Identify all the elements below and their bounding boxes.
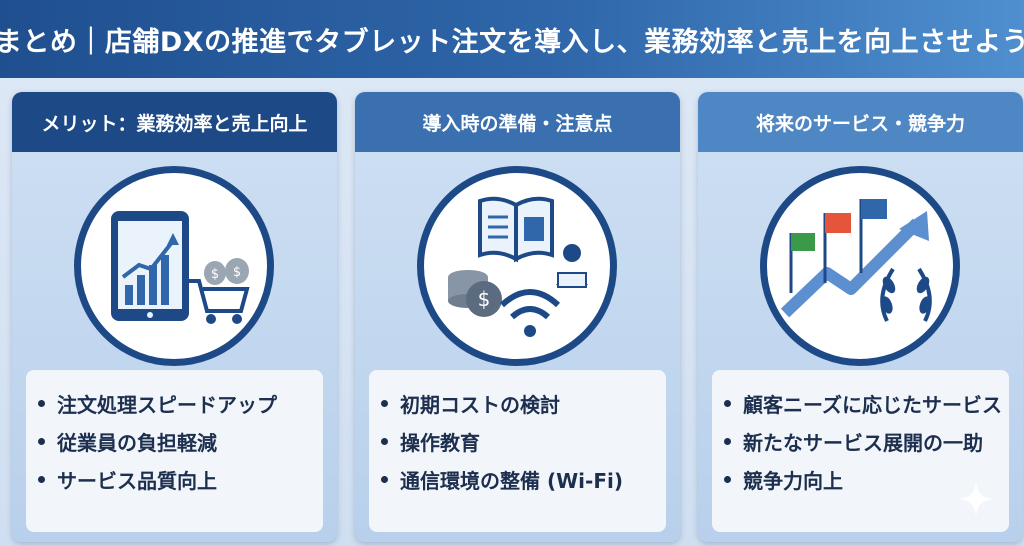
list-item-label: 新たなサービス展開の一助: [743, 430, 983, 455]
list-item-label: 競争力向上: [743, 468, 843, 493]
sparkle-icon: [959, 482, 993, 516]
list-item-label: 顧客ニーズに応じたサービス: [743, 392, 1002, 417]
list-item: 初期コストの検討: [381, 384, 654, 422]
manual-coins-wifi-icon: $: [417, 166, 617, 366]
list-item-label: 操作教育: [400, 430, 480, 455]
card-preparation: 導入時の準備・注意点 $ 初期コストの検討 操作教育: [355, 92, 680, 542]
flags-growth-laurel-icon: [760, 166, 960, 366]
svg-text:$: $: [211, 267, 219, 282]
bullet-icon: [724, 475, 731, 483]
future-list: 顧客ニーズに応じたサービス 新たなサービス展開の一助 競争力向上: [712, 370, 1009, 532]
list-item: 操作教育: [381, 422, 654, 460]
bullet-icon: [381, 437, 388, 445]
bullet-icon: [38, 437, 45, 445]
merits-list: 注文処理スピードアップ 従業員の負担軽減 サービス品質向上: [26, 370, 323, 532]
list-item: 通信環境の整備 (Wi-Fi): [381, 460, 654, 498]
card-preparation-title: 導入時の準備・注意点: [355, 92, 680, 152]
tablet-chart-cart-icon: $ $: [74, 166, 274, 366]
card-future-title: 将来のサービス・競争力: [698, 92, 1023, 152]
page-title: まとめ｜店舗DXの推進でタブレット注文を導入し、業務効率と売上を向上させよう: [0, 26, 1024, 58]
bullet-icon: [724, 399, 731, 407]
bullet-icon: [381, 475, 388, 483]
svg-text:$: $: [478, 287, 491, 311]
list-item-label: 初期コストの検討: [400, 392, 560, 417]
card-future: 将来のサービス・競争力 顧客ニーズに応じたサービス 新たなサービス展開の一助 競…: [698, 92, 1023, 542]
list-item: 注文処理スピードアップ: [38, 384, 311, 422]
list-item: サービス品質向上: [38, 460, 311, 498]
list-item: 従業員の負担軽減: [38, 422, 311, 460]
bullet-icon: [38, 399, 45, 407]
list-item: 競争力向上: [724, 460, 997, 498]
bullet-icon: [38, 475, 45, 483]
preparation-list: 初期コストの検討 操作教育 通信環境の整備 (Wi-Fi): [369, 370, 666, 532]
list-item: 顧客ニーズに応じたサービス: [724, 384, 1002, 422]
bullet-icon: [724, 437, 731, 445]
card-merits: メリット：業務効率と売上向上 $ $ 注文処理スピードアップ 従業員の負担軽減: [12, 92, 337, 542]
list-item: 新たなサービス展開の一助: [724, 422, 997, 460]
list-item-label: サービス品質向上: [57, 468, 217, 493]
list-item-label: 従業員の負担軽減: [57, 430, 217, 455]
list-item-label: 通信環境の整備 (Wi-Fi): [400, 468, 623, 493]
svg-text:$: $: [233, 265, 241, 280]
card-merits-title: メリット：業務効率と売上向上: [12, 92, 337, 152]
bullet-icon: [381, 399, 388, 407]
list-item-label: 注文処理スピードアップ: [57, 392, 277, 417]
page-header: まとめ｜店舗DXの推進でタブレット注文を導入し、業務効率と売上を向上させよう: [0, 0, 1024, 78]
